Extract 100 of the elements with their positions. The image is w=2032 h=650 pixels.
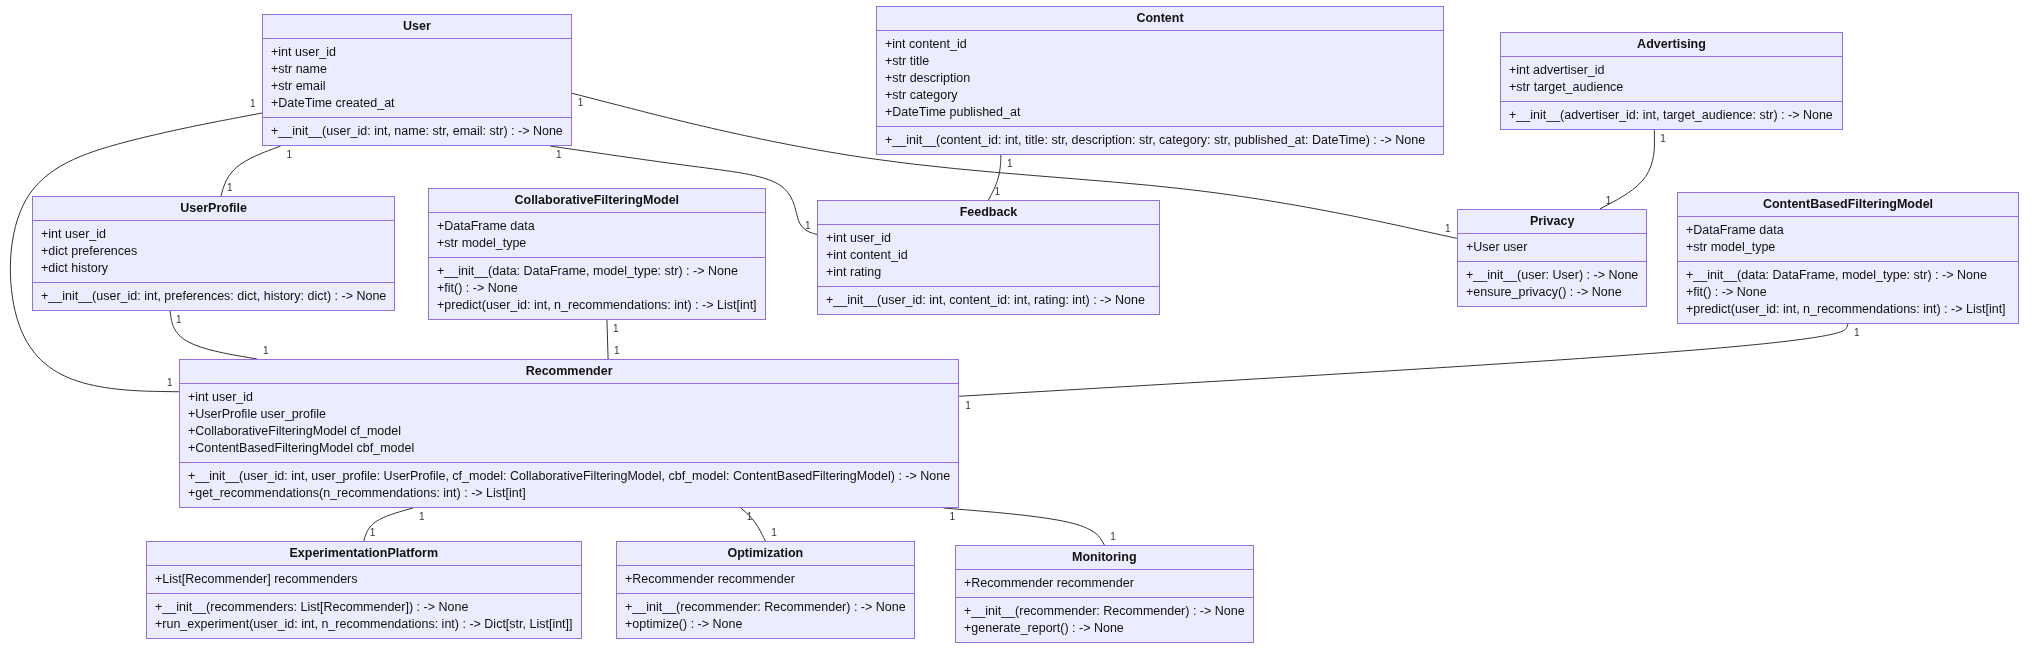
member-text: +ContentBasedFilteringModel cbf_model	[188, 440, 416, 457]
multiplicity-label: 1	[577, 97, 584, 109]
member-text: +DataFrame data	[1686, 222, 1785, 239]
member-text: +int content_id	[885, 36, 968, 53]
class-name: UserProfile	[179, 200, 248, 217]
multiplicity-label: 1	[263, 345, 269, 356]
member-text: +__init__(content_id: int, title: str, description: str, category: str, published_at: DateTime) : -> None	[885, 132, 1427, 149]
member-text: +DateTime created_at	[271, 95, 396, 112]
multiplicity-label: 1	[1605, 195, 1612, 206]
multiplicity-label: 1	[614, 345, 620, 356]
class-box	[955, 545, 1254, 643]
association-line	[606, 319, 609, 360]
member-text: +int user_id	[41, 226, 107, 243]
class-box	[817, 200, 1160, 315]
class-box	[616, 541, 915, 639]
member-text: +__init__(user_id: int, preferences: dict, history: dict) : -> None	[41, 288, 387, 305]
member-text: +__init__(recommenders: List[Recommender]) : -> None	[155, 599, 470, 616]
association-line	[571, 92, 1458, 239]
member-text: +Recommender recommender	[625, 571, 796, 588]
multiplicity-label: 1	[1006, 158, 1013, 169]
member-text: +int user_id	[188, 389, 254, 406]
member-text: +__init__(user_id: int, content_id: int, rating: int) : -> None	[826, 292, 1146, 309]
member-text: +predict(user_id: int, n_recommendations: int) : -> List[int]	[437, 297, 757, 314]
multiplicity-label: 1	[965, 400, 971, 412]
class-name: ContentBasedFilteringModel	[1761, 196, 1935, 213]
member-text: +DataFrame data	[437, 218, 536, 235]
class-name: Content	[1135, 10, 1185, 27]
multiplicity-label: 1	[994, 186, 1001, 197]
member-text: +str category	[885, 87, 959, 104]
multiplicity-label: 1	[1445, 223, 1451, 235]
member-text: +str model_type	[437, 235, 528, 252]
member-text: +CollaborativeFilteringModel cf_model	[188, 423, 402, 440]
member-text: +__init__(advertiser_id: int, target_audience: str) : -> None	[1509, 107, 1834, 124]
association-line	[220, 145, 282, 197]
class-name: Optimization	[726, 545, 805, 562]
class-name: User	[402, 18, 432, 35]
member-text: +List[Recommender] recommenders	[155, 571, 359, 588]
member-text: +str name	[271, 61, 328, 78]
multiplicity-label: 1	[612, 323, 619, 334]
multiplicity-label: 1	[250, 98, 256, 109]
member-text: +__init__(user: User) : -> None	[1466, 267, 1639, 284]
class-box	[146, 541, 582, 639]
member-text: +predict(user_id: int, n_recommendations: int) : -> List[int]	[1686, 301, 2007, 318]
class-name: Monitoring	[1071, 549, 1138, 566]
association-line	[1599, 129, 1655, 210]
member-text: +str target_audience	[1509, 79, 1625, 96]
member-text: +fit() : -> None	[1686, 284, 1768, 301]
member-text: +str title	[885, 53, 931, 70]
class-name: Advertising	[1636, 36, 1707, 53]
member-text: +str email	[271, 78, 327, 95]
member-text: +__init__(user_id: int, name: str, email: str) : -> None	[271, 123, 563, 140]
multiplicity-label: 1	[419, 511, 425, 522]
multiplicity-label: 1	[369, 527, 376, 538]
member-text: +int user_id	[826, 230, 892, 247]
member-text: +int advertiser_id	[1509, 62, 1606, 79]
member-text: +User user	[1466, 239, 1529, 256]
member-text: +str model_type	[1686, 239, 1777, 256]
association-line	[988, 154, 1002, 201]
member-text: +dict history	[41, 260, 110, 277]
multiplicity-label: 1	[286, 149, 293, 160]
class-box	[32, 196, 396, 311]
multiplicity-label: 1	[1854, 327, 1860, 338]
multiplicity-label: 1	[556, 149, 562, 160]
member-text: +ensure_privacy() : -> None	[1466, 284, 1623, 301]
class-name: Recommender	[524, 363, 614, 380]
member-text: +__init__(user_id: int, user_profile: UserProfile, cf_model: CollaborativeFilteringModel, cbf_model: ContentBasedFilteringModel) : -> None	[188, 468, 951, 485]
member-text: +int content_id	[826, 247, 909, 264]
association-line	[958, 323, 1849, 397]
multiplicity-label: 1	[167, 376, 173, 388]
class-box	[876, 6, 1444, 155]
member-text: +int user_id	[271, 44, 337, 61]
member-text: +dict preferences	[41, 243, 139, 260]
class-box	[1677, 192, 2019, 324]
class-box	[179, 359, 960, 508]
class-name: CollaborativeFilteringModel	[513, 192, 681, 209]
member-text: +get_recommendations(n_recommendations: int) : -> List[int]	[188, 485, 527, 502]
association-line	[740, 507, 766, 542]
member-text: +generate_report() : -> None	[964, 620, 1125, 637]
member-text: +__init__(data: DataFrame, model_type: str) : -> None	[1686, 267, 1988, 284]
member-text: +int rating	[826, 264, 883, 281]
multiplicity-label: 1	[949, 511, 956, 522]
class-box	[262, 14, 572, 146]
member-text: +__init__(recommender: Recommender) : -> None	[964, 603, 1245, 620]
class-box	[1457, 209, 1648, 307]
class-name: Privacy	[1528, 213, 1576, 230]
member-text: +__init__(data: DataFrame, model_type: str) : -> None	[437, 263, 739, 280]
member-text: +optimize() : -> None	[625, 616, 744, 633]
class-name: ExperimentationPlatform	[288, 545, 440, 562]
member-text: +__init__(recommender: Recommender) : -> None	[625, 599, 906, 616]
member-text: +run_experiment(user_id: int, n_recommendations: int) : -> Dict[str, List[int]]	[155, 616, 573, 633]
multiplicity-label: 1	[805, 219, 811, 231]
multiplicity-label: 1	[1110, 531, 1116, 542]
member-text: +str description	[885, 70, 972, 87]
multiplicity-label: 1	[771, 527, 777, 538]
member-text: +DateTime published_at	[885, 104, 1022, 121]
class-box	[428, 188, 766, 320]
member-text: +UserProfile user_profile	[188, 406, 327, 423]
multiplicity-label: 1	[1660, 133, 1666, 144]
association-line	[9, 112, 263, 393]
multiplicity-label: 1	[176, 314, 182, 325]
